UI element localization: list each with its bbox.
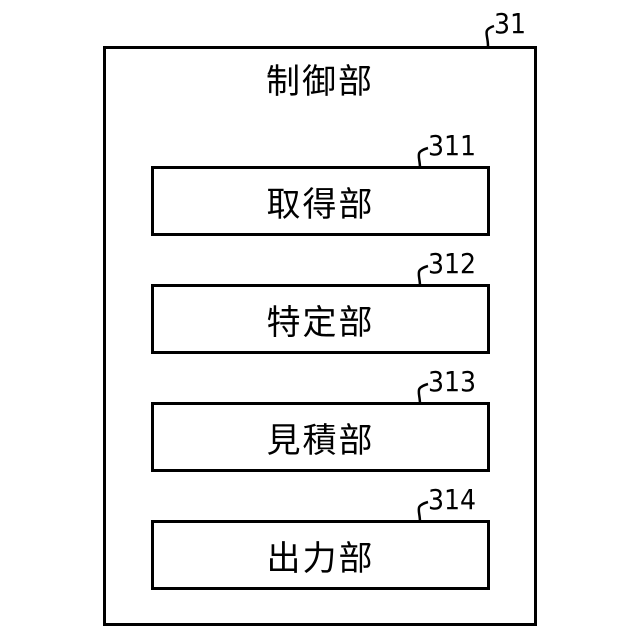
output-unit-label: 出力部 [267,531,375,580]
acquisition-unit-label: 取得部 [267,177,375,226]
acquisition-unit-box: 取得部 [151,166,490,236]
identification-unit-label: 特定部 [267,295,375,344]
estimation-unit-label: 見積部 [267,413,375,462]
identification-unit-box: 特定部 [151,284,490,354]
control-unit-title: 制御部 [103,60,537,104]
estimation-unit-ref: 313 [428,366,476,398]
control-unit-ref: 31 [494,8,526,40]
leader-line-31 [487,26,495,46]
output-unit-ref: 314 [428,484,476,516]
identification-unit-ref: 312 [428,248,476,280]
estimation-unit-box: 見積部 [151,402,490,472]
acquisition-unit-ref: 311 [428,130,476,162]
output-unit-box: 出力部 [151,520,490,590]
